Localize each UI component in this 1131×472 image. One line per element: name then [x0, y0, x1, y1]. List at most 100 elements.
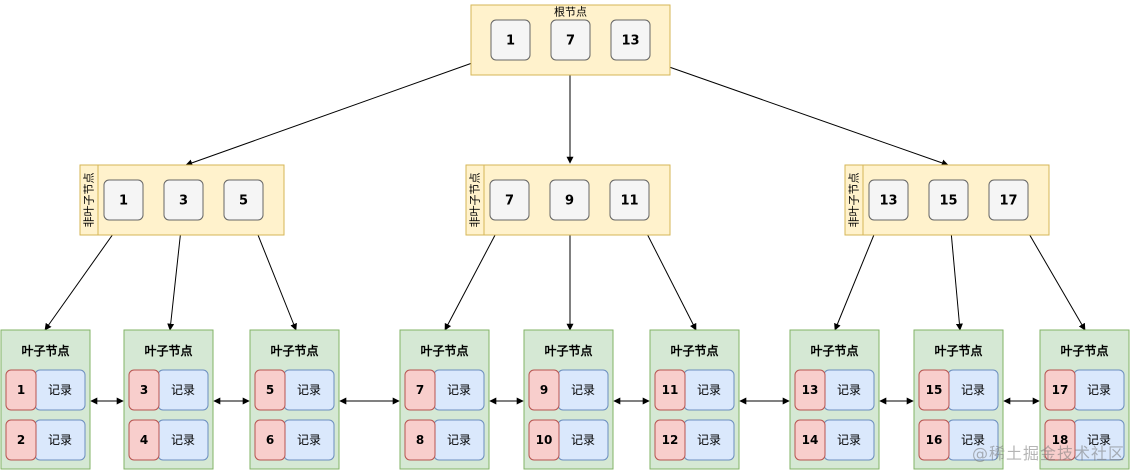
record-label: 记录 — [961, 433, 985, 447]
leaf-node-title: 叶子节点 — [420, 343, 468, 358]
record-label: 记录 — [171, 383, 195, 397]
leaf-key-label: 1 — [17, 383, 25, 397]
leaf-key-box — [918, 419, 950, 461]
leaf-key-box — [654, 369, 686, 411]
leaf-key-label: 11 — [662, 383, 679, 397]
leaf-key-box — [254, 369, 286, 411]
leaf-node-title: 叶子节点 — [544, 343, 592, 358]
internal-key-label: 5 — [239, 194, 248, 209]
leaf-key-label: 15 — [926, 383, 943, 397]
leaf-key-label: 10 — [536, 433, 553, 447]
edge-internal-to-leaf — [949, 219, 963, 331]
leaf-key-label: 2 — [17, 433, 25, 447]
leaf-key-box — [794, 419, 826, 461]
leaf-key-box — [128, 369, 160, 411]
record-label: 记录 — [48, 433, 72, 447]
leaf-node-title: 叶子节点 — [144, 343, 192, 358]
edge-root-to-internal — [654, 61, 949, 167]
internal-key — [549, 179, 590, 221]
leaf-key-label: 3 — [140, 383, 148, 397]
internal-node: 非叶子节点 1 3 5 — [79, 164, 285, 236]
leaf-node-title: 叶子节点 — [934, 343, 982, 358]
internal-key-label: 17 — [999, 194, 1017, 209]
root-key — [490, 19, 531, 61]
leaf-key-label: 9 — [540, 383, 548, 397]
record-label: 记录 — [1087, 433, 1111, 447]
leaf-node-title: 叶子节点 — [270, 343, 318, 358]
leaf-node-title: 叶子节点 — [670, 343, 718, 358]
leaf-key-label: 14 — [802, 433, 819, 447]
record-label: 记录 — [171, 433, 195, 447]
root-node-label: 根节点 — [554, 5, 587, 19]
leaf-node-title: 叶子节点 — [810, 343, 858, 358]
leaf-key-box — [5, 419, 37, 461]
edge-internal-to-leaf — [1020, 219, 1086, 331]
internal-key — [489, 179, 530, 221]
record-label: 记录 — [961, 383, 985, 397]
record-label: 记录 — [571, 383, 595, 397]
leaf-node-title: 叶子节点 — [1060, 343, 1108, 358]
record-label: 记录 — [697, 433, 721, 447]
internal-key-label: 7 — [505, 194, 514, 209]
leaf-key-box — [528, 369, 560, 411]
root-key — [550, 19, 591, 61]
record-label: 记录 — [447, 433, 471, 447]
leaf-key-box — [5, 369, 37, 411]
leaf-key-box — [918, 369, 950, 411]
leaf-key-box — [794, 369, 826, 411]
internal-key-label: 15 — [939, 194, 957, 209]
root-key-label: 13 — [621, 34, 639, 49]
internal-key-label: 3 — [179, 194, 188, 209]
edge-root-to-internal — [185, 61, 476, 167]
leaf-key-label: 12 — [662, 433, 679, 447]
edge-internal-to-leaf — [167, 219, 183, 331]
internal-key — [928, 179, 969, 221]
record-label: 记录 — [447, 383, 471, 397]
edge-internal-to-leaf — [44, 219, 124, 331]
leaf-key-label: 13 — [802, 383, 819, 397]
edge-internal-to-leaf — [444, 219, 504, 331]
record-label: 记录 — [571, 433, 595, 447]
internal-node: 非叶子节点 7 9 11 — [465, 164, 671, 236]
internal-node-label: 非叶子节点 — [469, 173, 482, 228]
record-label: 记录 — [297, 383, 321, 397]
record-label: 记录 — [837, 433, 861, 447]
internal-key-label: 11 — [620, 194, 638, 209]
record-label: 记录 — [837, 383, 861, 397]
leaf-key-box — [404, 419, 436, 461]
leaf-key-label: 7 — [416, 383, 424, 397]
record-label: 记录 — [1087, 383, 1111, 397]
internal-key-label: 13 — [879, 194, 897, 209]
edges-layer — [44, 60, 1086, 405]
leaf-key-box — [404, 369, 436, 411]
internal-key — [223, 179, 264, 221]
leaf-key-label: 4 — [140, 433, 148, 447]
internal-key-label: 1 — [119, 194, 128, 209]
internal-key — [868, 179, 909, 221]
leaf-key-label: 5 — [266, 383, 274, 397]
leaf-key-box — [1044, 369, 1076, 411]
leaf-key-box — [528, 419, 560, 461]
leaf-key-label: 17 — [1052, 383, 1069, 397]
leaf-key-box — [128, 419, 160, 461]
internal-key-label: 9 — [565, 194, 574, 209]
record-label: 记录 — [697, 383, 721, 397]
root-key-label: 1 — [506, 34, 515, 49]
internal-node-label: 非叶子节点 — [83, 173, 96, 228]
leaf-key-box — [654, 419, 686, 461]
leaf-key-label: 16 — [926, 433, 943, 447]
edge-internal-to-leaf — [639, 219, 697, 331]
internal-key — [163, 179, 204, 221]
internal-key — [609, 179, 650, 221]
